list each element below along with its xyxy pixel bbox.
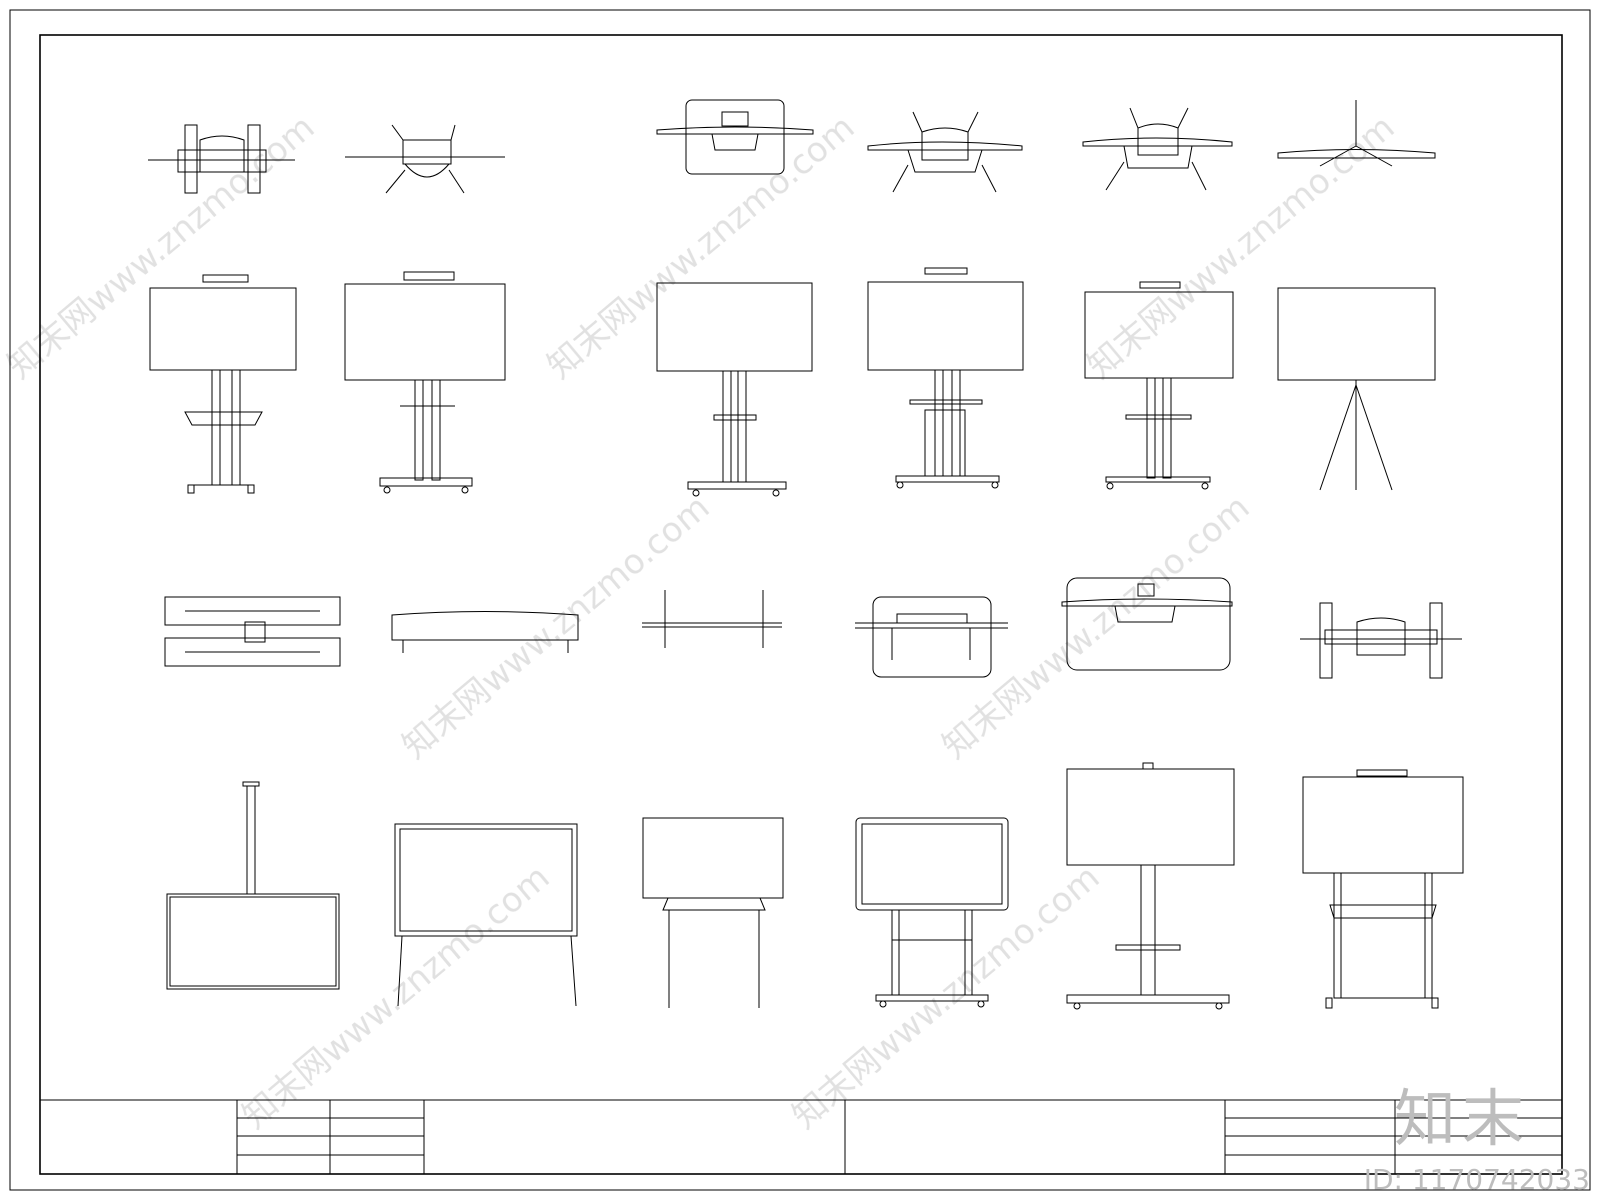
interactive-board-stand (855, 817, 1009, 1008)
watermark-text: 知末网www.znzmo.com (785, 857, 1107, 1136)
top-view-7 (164, 596, 341, 667)
drawing-frame (39, 34, 1563, 1175)
easel-display (394, 823, 578, 1007)
ceiling-mount-display (166, 781, 340, 990)
title-block (40, 1099, 1562, 1174)
watermark-text: 知末网www.znzmo.com (935, 487, 1257, 766)
front-stand-5 (1084, 281, 1234, 490)
brand-logo: 知末 (1393, 1082, 1530, 1155)
image-id-label: ID: 1170742033 (1363, 1163, 1590, 1196)
mobile-tv-stand (1066, 762, 1235, 1010)
watermark-text: 知末网www.znzmo.com (235, 857, 557, 1136)
top-view-5 (1082, 107, 1233, 191)
front-stand-3 (656, 282, 813, 497)
front-stand-2 (344, 271, 506, 494)
display-with-legs (642, 817, 784, 1008)
outer-border (9, 9, 1591, 1191)
top-view-1 (148, 124, 295, 194)
top-view-11 (1061, 577, 1233, 671)
top-view-3 (656, 99, 814, 175)
watermark-text: 知末网www.znzmo.com (0, 107, 322, 386)
front-stand-1 (149, 274, 297, 494)
top-view-9 (642, 590, 782, 648)
mobile-stand-with-shelf (1302, 769, 1464, 1009)
top-view-2 (345, 124, 505, 194)
watermark-text: 知末网www.znzmo.com (1080, 107, 1402, 386)
top-view-12 (1300, 602, 1462, 679)
watermark-text: 知末网www.znzmo.com (540, 107, 862, 386)
watermark-layer: 知末网www.znzmo.com 知末网www.znzmo.com 知末网www… (0, 107, 1402, 1136)
top-view-6 (1277, 100, 1436, 167)
top-view-4 (867, 111, 1023, 193)
front-stand-4 (867, 267, 1024, 489)
front-stand-6 (1277, 287, 1436, 491)
top-view-8 (391, 611, 579, 653)
top-view-10 (855, 596, 1008, 678)
